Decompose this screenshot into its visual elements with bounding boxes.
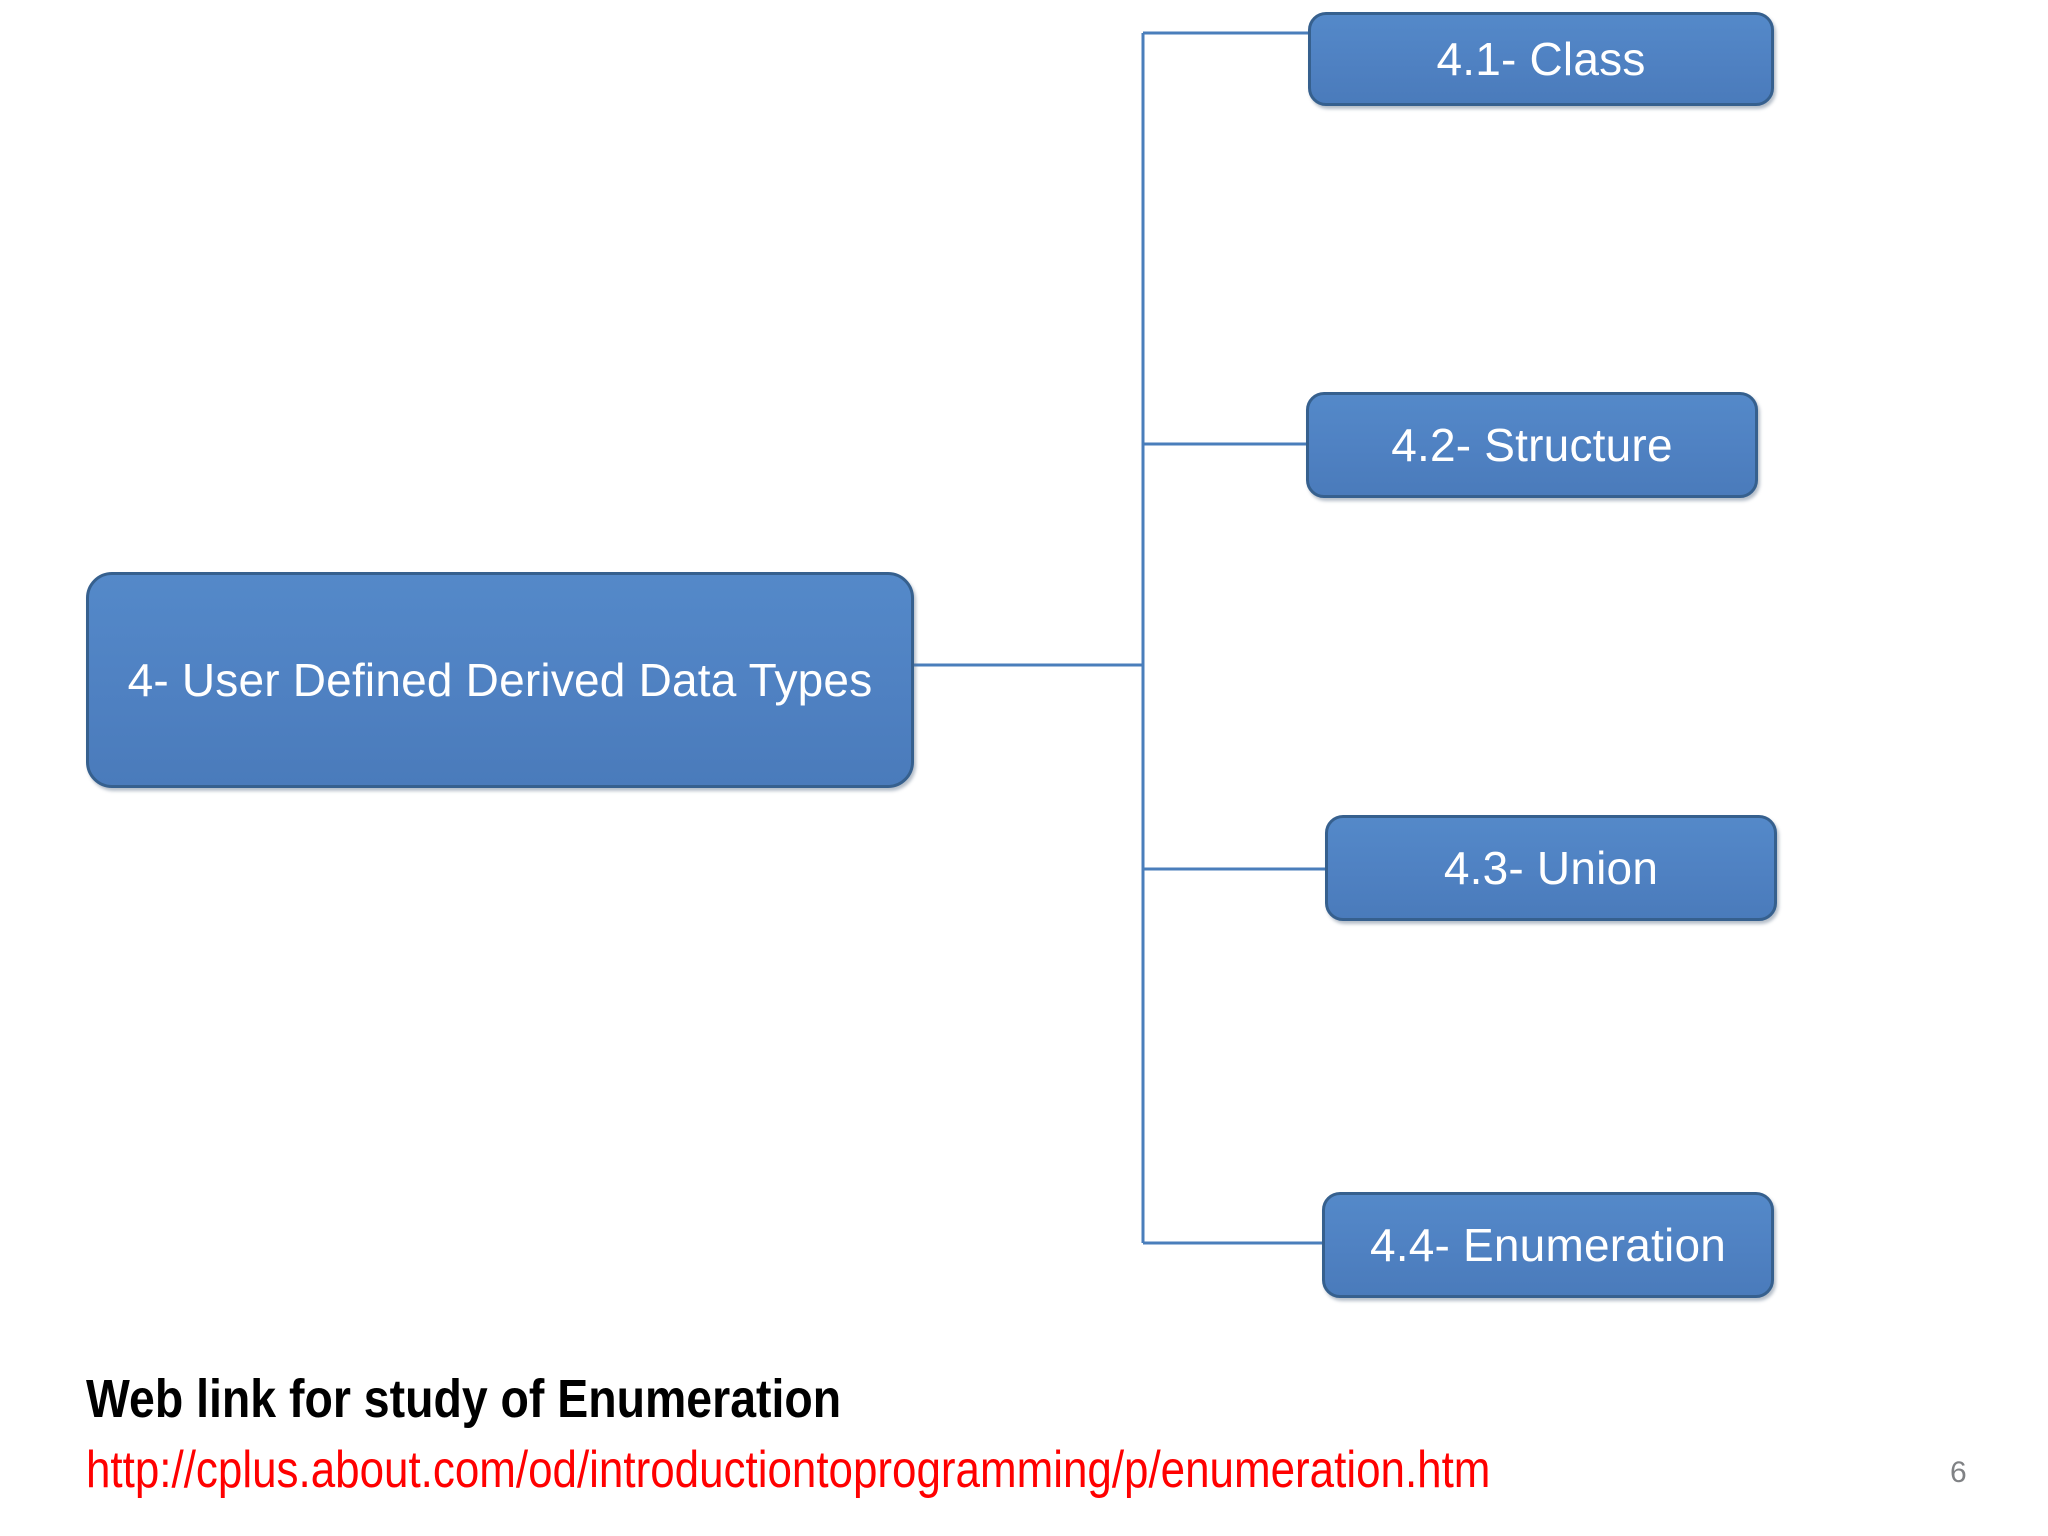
hierarchy-diagram: 4- User Defined Derived Data Types 4.1- …	[86, 12, 1777, 1298]
node-child-1-label: 4.2- Structure	[1391, 418, 1673, 471]
node-child-enumeration[interactable]: 4.4- Enumeration	[1322, 1192, 1774, 1298]
node-root-label: 4- User Defined Derived Data Types	[127, 653, 873, 706]
node-child-class[interactable]: 4.1- Class	[1308, 12, 1774, 106]
node-child-2-label: 4.3- Union	[1443, 841, 1659, 894]
node-child-3-label: 4.4- Enumeration	[1369, 1218, 1727, 1271]
node-root-user-defined-derived-data-types[interactable]: 4- User Defined Derived Data Types	[86, 572, 914, 788]
node-child-0-label: 4.1- Class	[1436, 32, 1646, 85]
page-number: 6	[1950, 1456, 1967, 1489]
node-child-structure[interactable]: 4.2- Structure	[1306, 392, 1758, 498]
slide-footer: Web link for study of Enumeration http:/…	[0, 1368, 2048, 1536]
footer-url-link[interactable]: http://cplus.about.com/od/introductionto…	[86, 1441, 1491, 1499]
footer-heading: Web link for study of Enumeration	[86, 1369, 842, 1429]
node-child-union[interactable]: 4.3- Union	[1325, 815, 1777, 921]
